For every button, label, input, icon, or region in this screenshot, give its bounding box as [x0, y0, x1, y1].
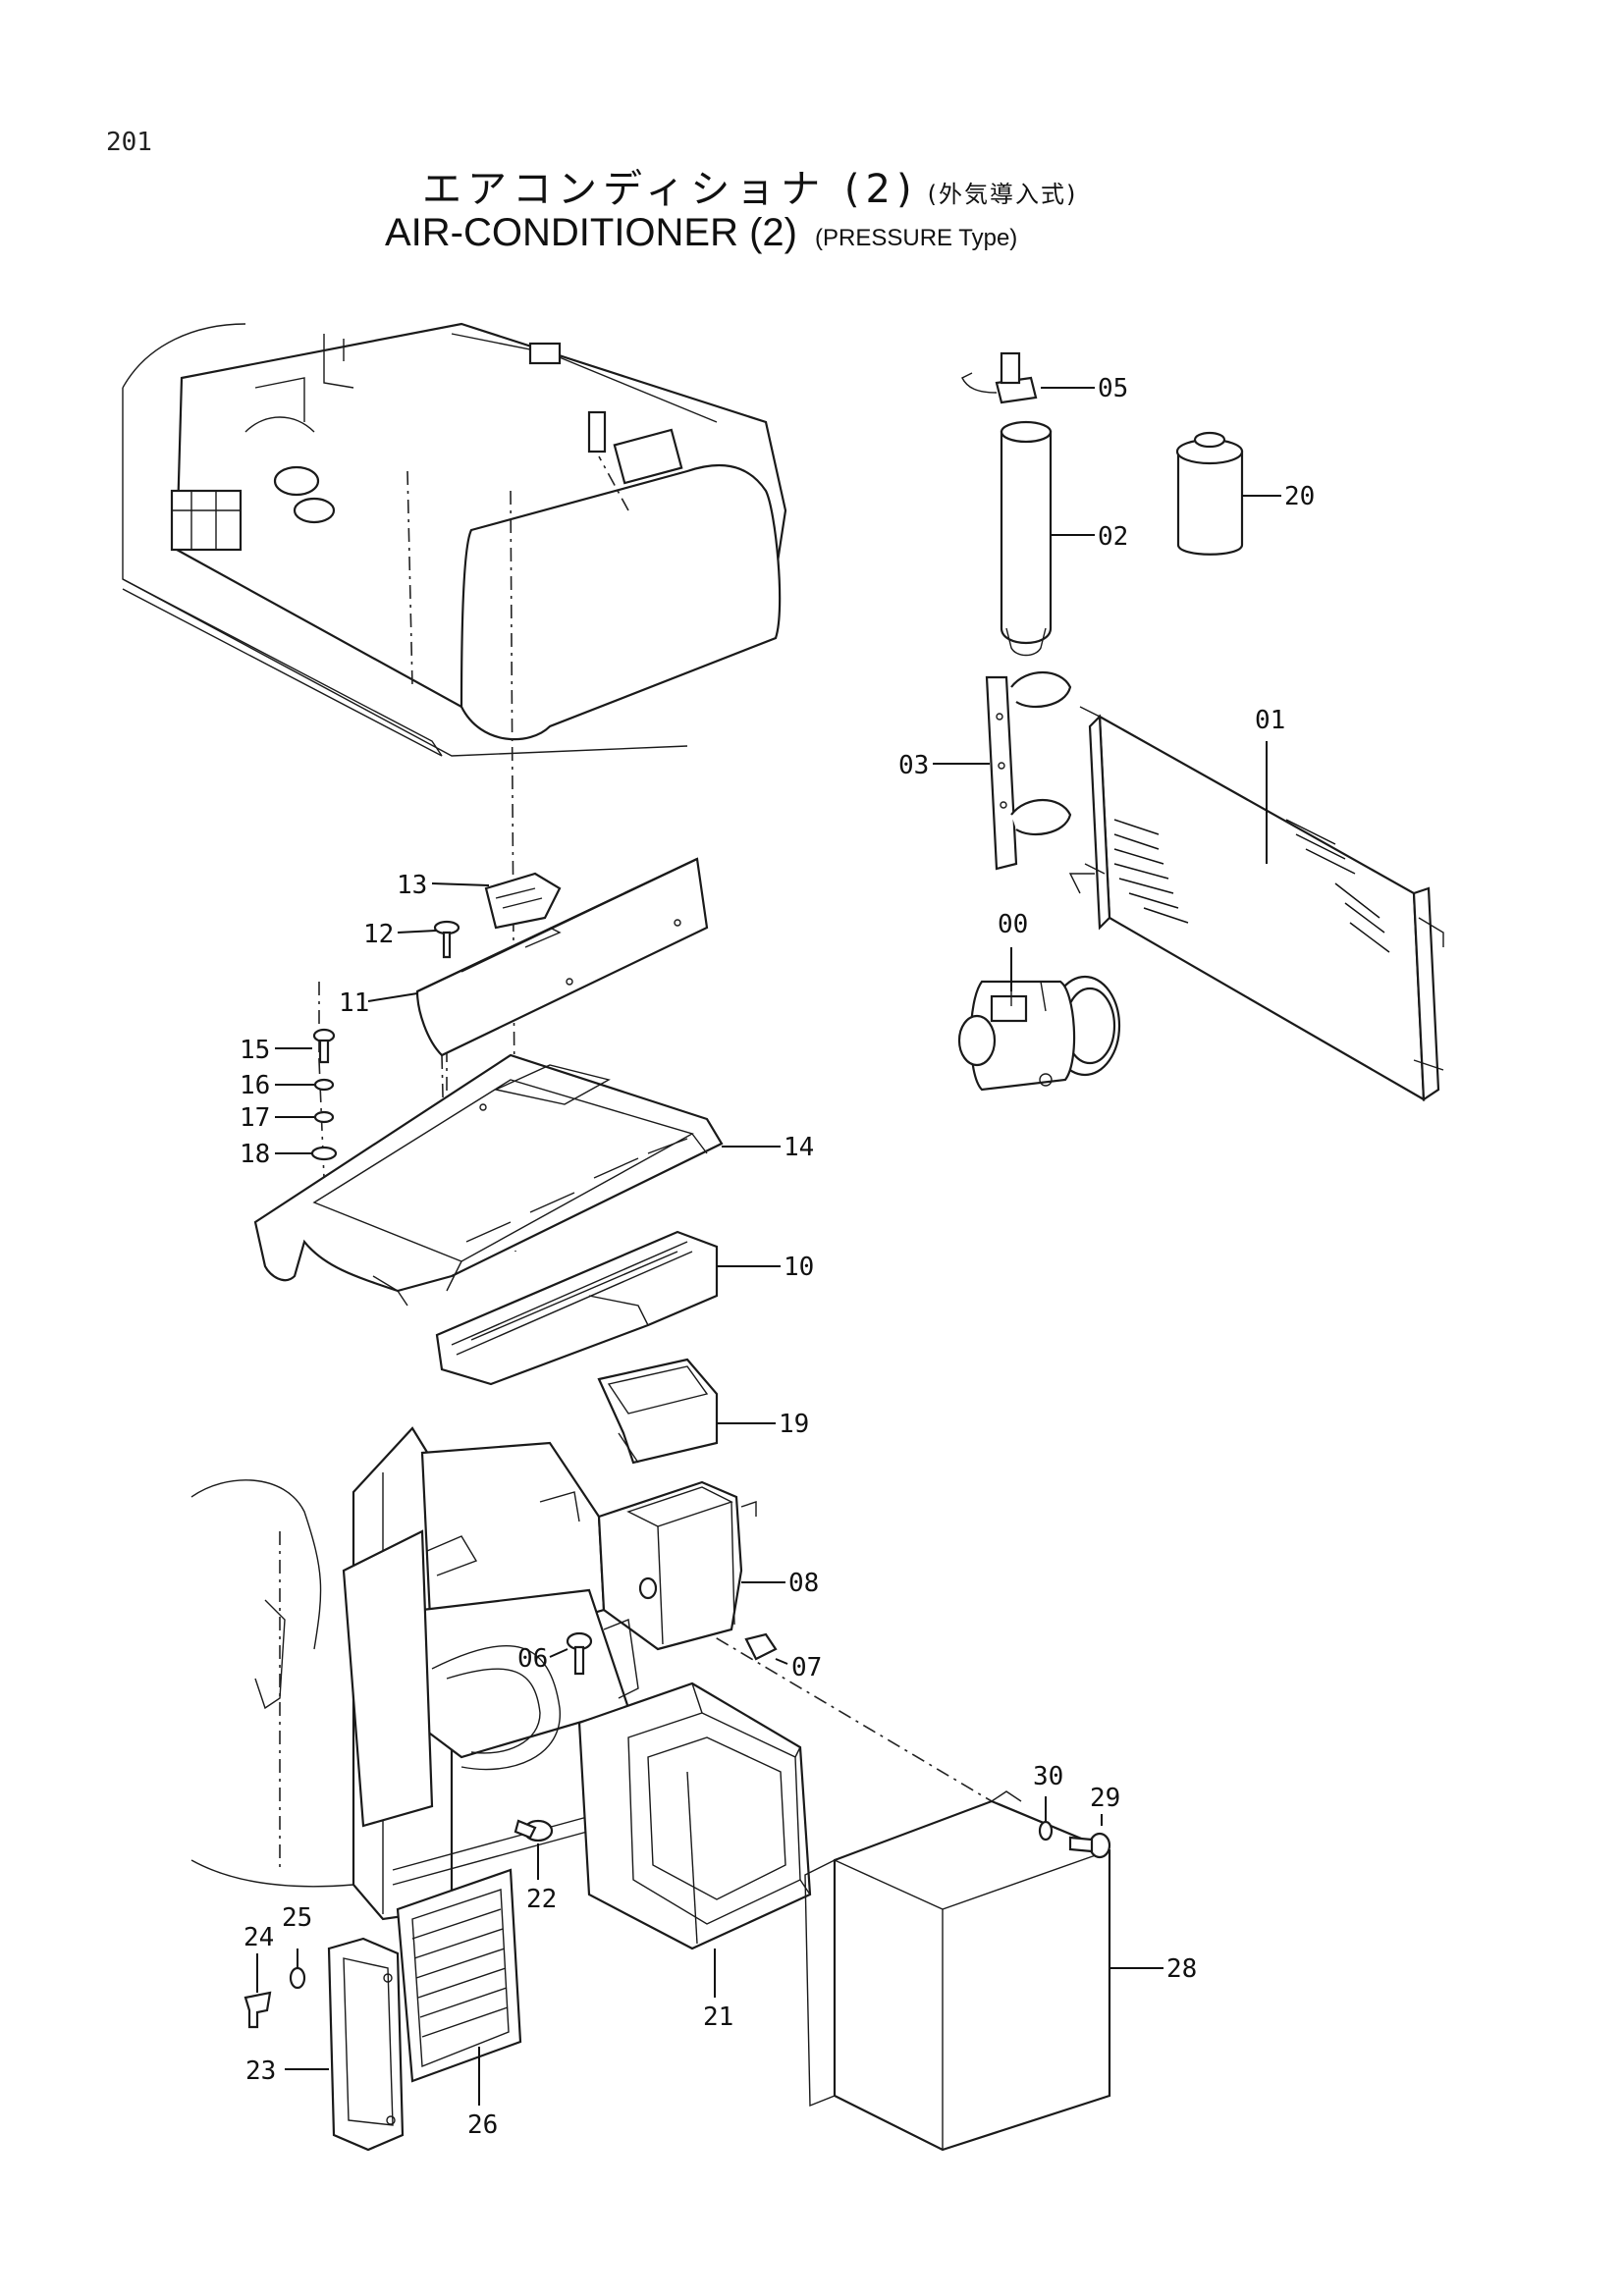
- callout-25: 25: [282, 1903, 312, 1933]
- callout-08: 08: [788, 1569, 819, 1598]
- callout-23: 23: [245, 2056, 276, 2086]
- washer-18: [310, 1146, 338, 1161]
- wing-bolt-24: [243, 1991, 272, 2029]
- title-en-sub: (PRESSURE Type): [815, 225, 1018, 251]
- callout-17: 17: [240, 1103, 270, 1133]
- washer-17: [313, 1110, 335, 1124]
- cover-23: [327, 1937, 405, 2152]
- callout-22: 22: [526, 1885, 557, 1914]
- callout-12: 12: [363, 920, 394, 949]
- title-english: AIR-CONDITIONER (2) (PRESSURE Type): [385, 211, 1017, 255]
- callout-06: 06: [517, 1644, 548, 1674]
- blower-unit-08: [597, 1480, 757, 1651]
- bolt-06: [566, 1619, 639, 1699]
- callout-15: 15: [240, 1036, 270, 1065]
- condenser-fins: [1113, 819, 1390, 953]
- callout-29: 29: [1090, 1784, 1120, 1813]
- callout-26: 26: [467, 2110, 498, 2140]
- callout-11: 11: [339, 988, 369, 1018]
- leader-lines: [256, 387, 1281, 2106]
- duct-10: [435, 1230, 719, 1386]
- washer-30: [1038, 1820, 1054, 1842]
- filter-26: [396, 1868, 522, 2083]
- callout-10: 10: [784, 1253, 814, 1282]
- bolt-12: [433, 920, 460, 959]
- title-japanese: エアコンディショナ (2) (外気導入式): [422, 157, 1077, 214]
- cover-14: [253, 1053, 724, 1307]
- callout-03: 03: [898, 751, 929, 780]
- machine-upper-body: [122, 322, 787, 757]
- bolt-22: [514, 1819, 554, 1842]
- condenser-01: [1068, 706, 1444, 1101]
- title-jp-sub: (外気導入式): [927, 181, 1078, 208]
- callout-30: 30: [1033, 1762, 1063, 1791]
- bolt-15: [312, 1028, 336, 1064]
- fitting-07: [744, 1632, 778, 1661]
- bolt-29: [1068, 1832, 1111, 1859]
- callout-00: 00: [998, 910, 1028, 939]
- bracket-03: [985, 670, 1072, 871]
- title-en-main: AIR-CONDITIONER (2): [385, 211, 797, 254]
- callout-07: 07: [791, 1653, 822, 1682]
- duct-19: [597, 1358, 719, 1465]
- callout-18: 18: [240, 1140, 270, 1169]
- callout-05: 05: [1098, 374, 1128, 403]
- callout-02: 02: [1098, 522, 1128, 552]
- cover-box-28: [804, 1790, 1111, 2152]
- compressor-00: [957, 975, 1121, 1092]
- title-jp-main: エアコンディショナ (2): [422, 167, 918, 212]
- callout-24: 24: [243, 1923, 274, 1952]
- cab-frame: [190, 1426, 630, 1921]
- callout-21: 21: [703, 2002, 733, 2032]
- housing-21: [577, 1682, 812, 1950]
- callout-13: 13: [397, 871, 427, 900]
- page-number: 201: [106, 128, 152, 157]
- callout-28: 28: [1166, 1954, 1197, 1984]
- spring-washer-16: [313, 1078, 335, 1092]
- callout-01: 01: [1255, 706, 1285, 735]
- panel-11: [415, 857, 709, 1057]
- receiver-drier-02: [1000, 420, 1053, 657]
- switch-13: [484, 872, 562, 930]
- callout-20: 20: [1284, 482, 1315, 511]
- callout-labels: 05 02 20 03 01 00 13 12 11 15 16 17 18 1…: [240, 374, 1315, 2140]
- callout-14: 14: [784, 1133, 814, 1162]
- pressure-switch-05: [961, 351, 1038, 404]
- callout-16: 16: [240, 1071, 270, 1100]
- drier-cartridge-20: [1175, 431, 1244, 556]
- washer-25: [289, 1966, 306, 1990]
- callout-19: 19: [779, 1410, 809, 1439]
